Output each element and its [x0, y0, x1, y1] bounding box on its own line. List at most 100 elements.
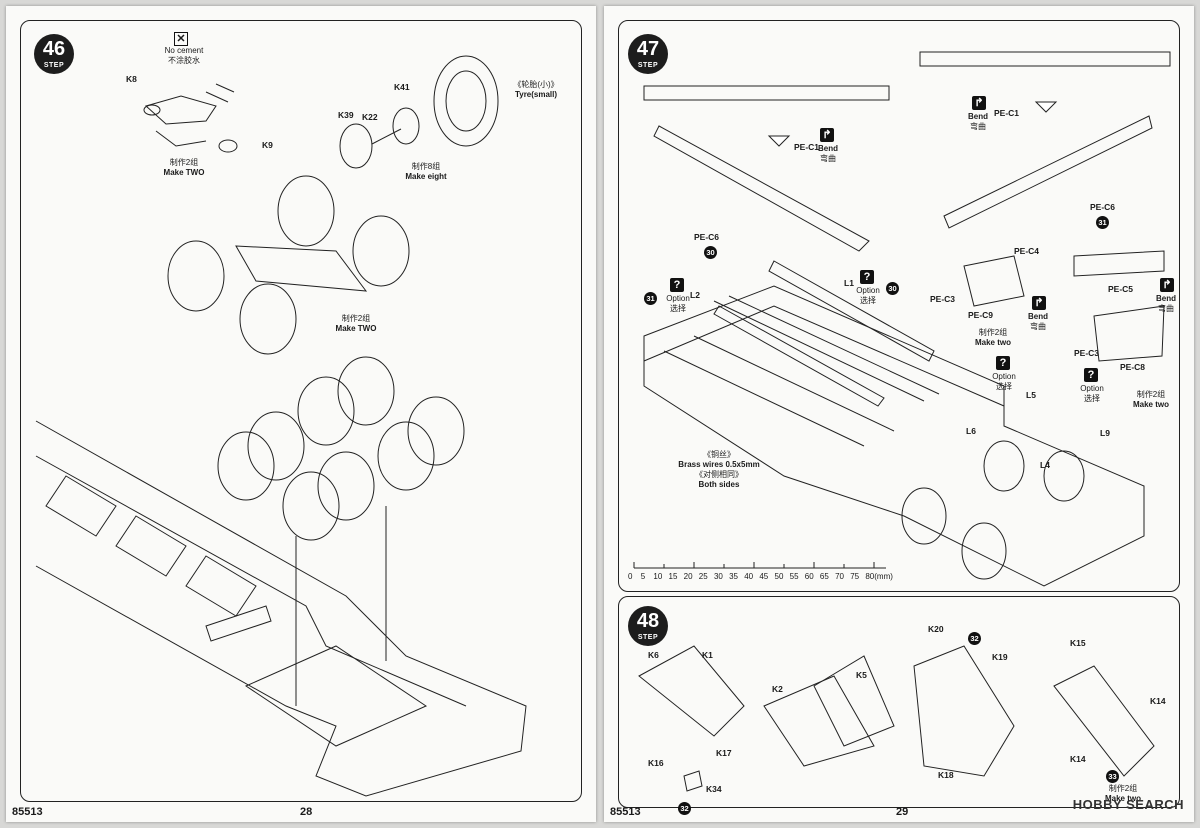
part-k39: K39 — [338, 110, 354, 120]
part-pe-c4: PE-C4 — [1014, 246, 1040, 256]
part-k9: K9 — [262, 140, 273, 150]
scale-tick: 65 — [819, 572, 829, 581]
option-icon: ? — [996, 356, 1010, 370]
bend-cn: 弯曲 — [1158, 304, 1174, 313]
scale-tick: 40 — [744, 572, 754, 581]
make-two-b-cn: 制作2组 — [1136, 390, 1166, 399]
no-cement-en: No cement — [164, 46, 204, 55]
bend-label-b: Bend 弯曲 — [964, 112, 992, 132]
left-page: 46 STEP ✕ No cement 不涂胶水 K8 K9 K41 K39 K… — [6, 6, 596, 822]
step-46-frame — [20, 20, 582, 802]
step-label: STEP — [637, 634, 659, 641]
make-two-b: 制作2组 Make two — [1126, 390, 1176, 410]
footer-code: 85513 — [610, 806, 641, 818]
part-pe-c5: PE-C5 — [1108, 284, 1134, 294]
option-cn: 选择 — [1084, 394, 1100, 403]
bend-en: Bend — [818, 144, 838, 153]
part-l2: L2 — [690, 290, 700, 300]
step-47-badge: 47 STEP — [628, 34, 668, 74]
scale-tick: 15 — [668, 572, 678, 581]
scale-tick: 30 — [713, 572, 723, 581]
bend-icon: ↱ — [1160, 278, 1174, 292]
part-k14-b: K14 — [1070, 754, 1086, 764]
part-k8: K8 — [126, 74, 137, 84]
step-number: 47 — [636, 38, 660, 60]
option-icon: ? — [670, 278, 684, 292]
option-cn: 选择 — [996, 382, 1012, 391]
circle-30-b: 30 — [886, 282, 899, 295]
brass-en2: Both sides — [698, 480, 740, 489]
tyre-en: Tyre(small) — [514, 90, 558, 99]
bend-en: Bend — [1028, 312, 1048, 321]
step-48-badge: 48 STEP — [628, 606, 668, 646]
part-k34: K34 — [706, 784, 722, 794]
part-l4: L4 — [1040, 460, 1050, 470]
part-k5: K5 — [856, 670, 867, 680]
tyre-cn: 《轮胎(小)》 — [513, 80, 559, 89]
part-pe-c3-b: PE-C3 — [1074, 348, 1100, 358]
step-number: 48 — [636, 610, 660, 632]
make-two-c-cn: 制作2组 — [1108, 784, 1138, 793]
step-label: STEP — [43, 62, 65, 69]
bend-label-d: Bend 弯曲 — [1152, 294, 1180, 314]
part-pe-c1-a: PE-C1 — [794, 142, 820, 152]
make-two-c: 制作2组 Make two — [1098, 784, 1148, 804]
part-pe-c6-b: PE-C6 — [1090, 202, 1116, 212]
step-46-illustration — [35, 55, 527, 797]
make-eight: 制作8组 Make eight — [396, 162, 456, 182]
part-k16: K16 — [648, 758, 664, 768]
part-l9: L9 — [1100, 428, 1110, 438]
make-two-a-en: Make two — [974, 338, 1011, 347]
page-number: 29 — [896, 806, 909, 818]
brass-wires-label: 《铜丝》 Brass wires 0.5x5mm 《对侧相同》 Both sid… — [674, 450, 764, 490]
part-pe-c6-a: PE-C6 — [694, 232, 720, 242]
make-two-c-en: Make two — [1104, 794, 1141, 803]
part-k22: K22 — [362, 112, 378, 122]
step-47-frame — [618, 20, 1180, 592]
part-pe-c1-b: PE-C1 — [994, 108, 1020, 118]
no-cement-cn: 不涂胶水 — [168, 56, 200, 65]
footer-code: 85513 — [12, 806, 43, 818]
option-en: Option — [992, 372, 1016, 381]
scale-ruler: 0 5 10 15 20 25 30 35 40 45 50 55 60 65 … — [628, 572, 893, 581]
circle-31-b: 31 — [1096, 216, 1109, 229]
part-k18: K18 — [938, 770, 954, 780]
step-label: STEP — [637, 62, 659, 69]
part-k2: K2 — [772, 684, 783, 694]
bend-cn: 弯曲 — [970, 122, 986, 131]
scale-tick: 70 — [835, 572, 844, 581]
no-cement-label: No cement 不涂胶水 — [164, 46, 204, 66]
bend-icon: ↱ — [820, 128, 834, 142]
no-cement-icon: ✕ — [174, 32, 188, 46]
option-en: Option — [856, 286, 880, 295]
part-k6: K6 — [648, 650, 659, 660]
scale-tick: 35 — [729, 572, 738, 581]
part-k14-a: K14 — [1150, 696, 1166, 706]
circle-33: 33 — [1106, 770, 1119, 783]
scale-tick: 80 — [865, 572, 875, 581]
step-46-badge: 46 STEP — [34, 34, 74, 74]
part-l5: L5 — [1026, 390, 1036, 400]
bend-en: Bend — [968, 112, 988, 121]
step-47-48-illustration — [633, 51, 1171, 792]
circle-32-a: 32 — [968, 632, 981, 645]
circle-31-a: 31 — [644, 292, 657, 305]
part-k1: K1 — [702, 650, 713, 660]
scale-tick: 55 — [789, 572, 799, 581]
make-eight-en: Make eight — [405, 172, 447, 181]
bend-cn: 弯曲 — [820, 154, 836, 163]
scale-tick: 50 — [774, 572, 784, 581]
scale-tick: 60 — [804, 572, 814, 581]
make-two-a: 制作2组 Make TWO — [154, 158, 214, 178]
bend-icon: ↱ — [1032, 296, 1046, 310]
bend-cn: 弯曲 — [1030, 322, 1046, 331]
make-two-a-cn: 制作2组 — [169, 158, 199, 167]
part-k19: K19 — [992, 652, 1008, 662]
part-l6: L6 — [966, 426, 976, 436]
make-two-b: 制作2组 Make TWO — [326, 314, 386, 334]
part-pe-c3-a: PE-C3 — [930, 294, 956, 304]
part-l1: L1 — [844, 278, 854, 288]
bend-label-a: Bend 弯曲 — [814, 144, 842, 164]
scale-tick: 0 — [628, 572, 633, 581]
bend-en: Bend — [1156, 294, 1176, 303]
